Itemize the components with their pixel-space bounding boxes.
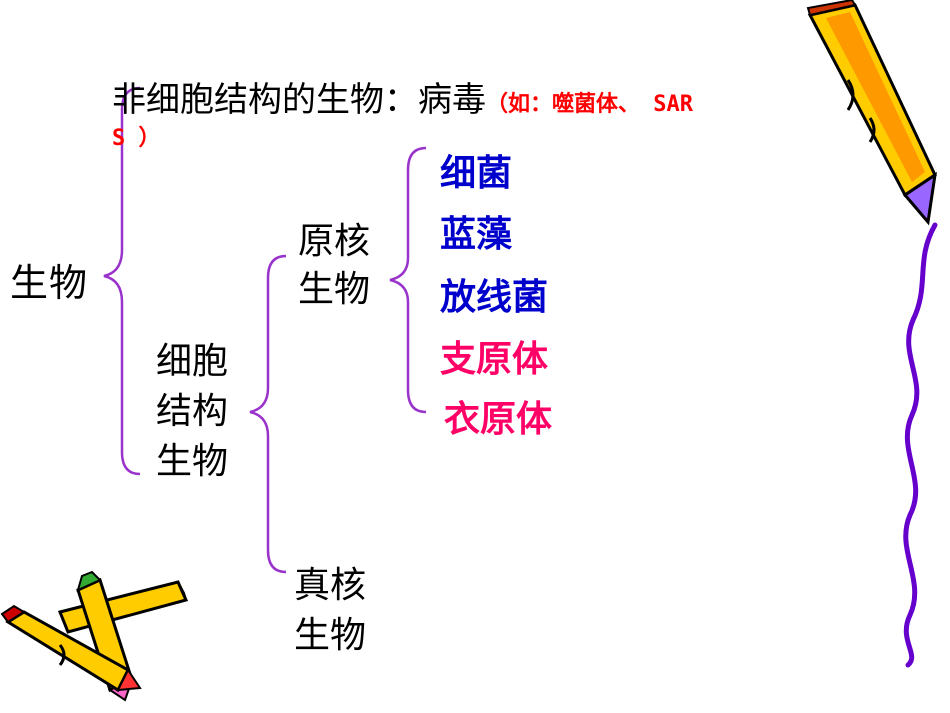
node-root-organism: 生物 (10, 261, 89, 305)
title-note: （如：噬菌体、 SAR (486, 92, 693, 117)
node-eukaryote-line2: 生物 (294, 615, 367, 656)
wavy-border-line (903, 222, 938, 668)
cellular-brace (249, 254, 287, 574)
example-actinomycetes: 放线菌 (440, 277, 549, 318)
title-line: 非细胞结构的生物：病毒（如：噬菌体、 SAR (112, 72, 693, 121)
pencil-icons-bottom-left (0, 570, 189, 702)
example-chlamydia: 衣原体 (444, 399, 553, 440)
node-cellular-line2: 结构 (156, 391, 229, 432)
example-mycoplasma: 支原体 (440, 339, 549, 380)
example-bacteria: 细菌 (440, 153, 513, 194)
title-note-continued: S ） (112, 126, 161, 151)
node-prokaryote-line1: 原核 (298, 221, 371, 262)
node-eukaryote-line1: 真核 (294, 565, 367, 606)
node-cellular-line3: 生物 (156, 441, 229, 482)
example-cyanobacteria: 蓝藻 (440, 214, 513, 255)
root-brace (103, 86, 141, 476)
title-main: 非细胞结构的生物：病毒 (112, 80, 486, 120)
prokaryote-brace (389, 146, 427, 414)
node-cellular-line1: 细胞 (156, 341, 229, 382)
pencil-icon-top-right (806, 0, 937, 226)
node-prokaryote-line2: 生物 (298, 269, 371, 310)
